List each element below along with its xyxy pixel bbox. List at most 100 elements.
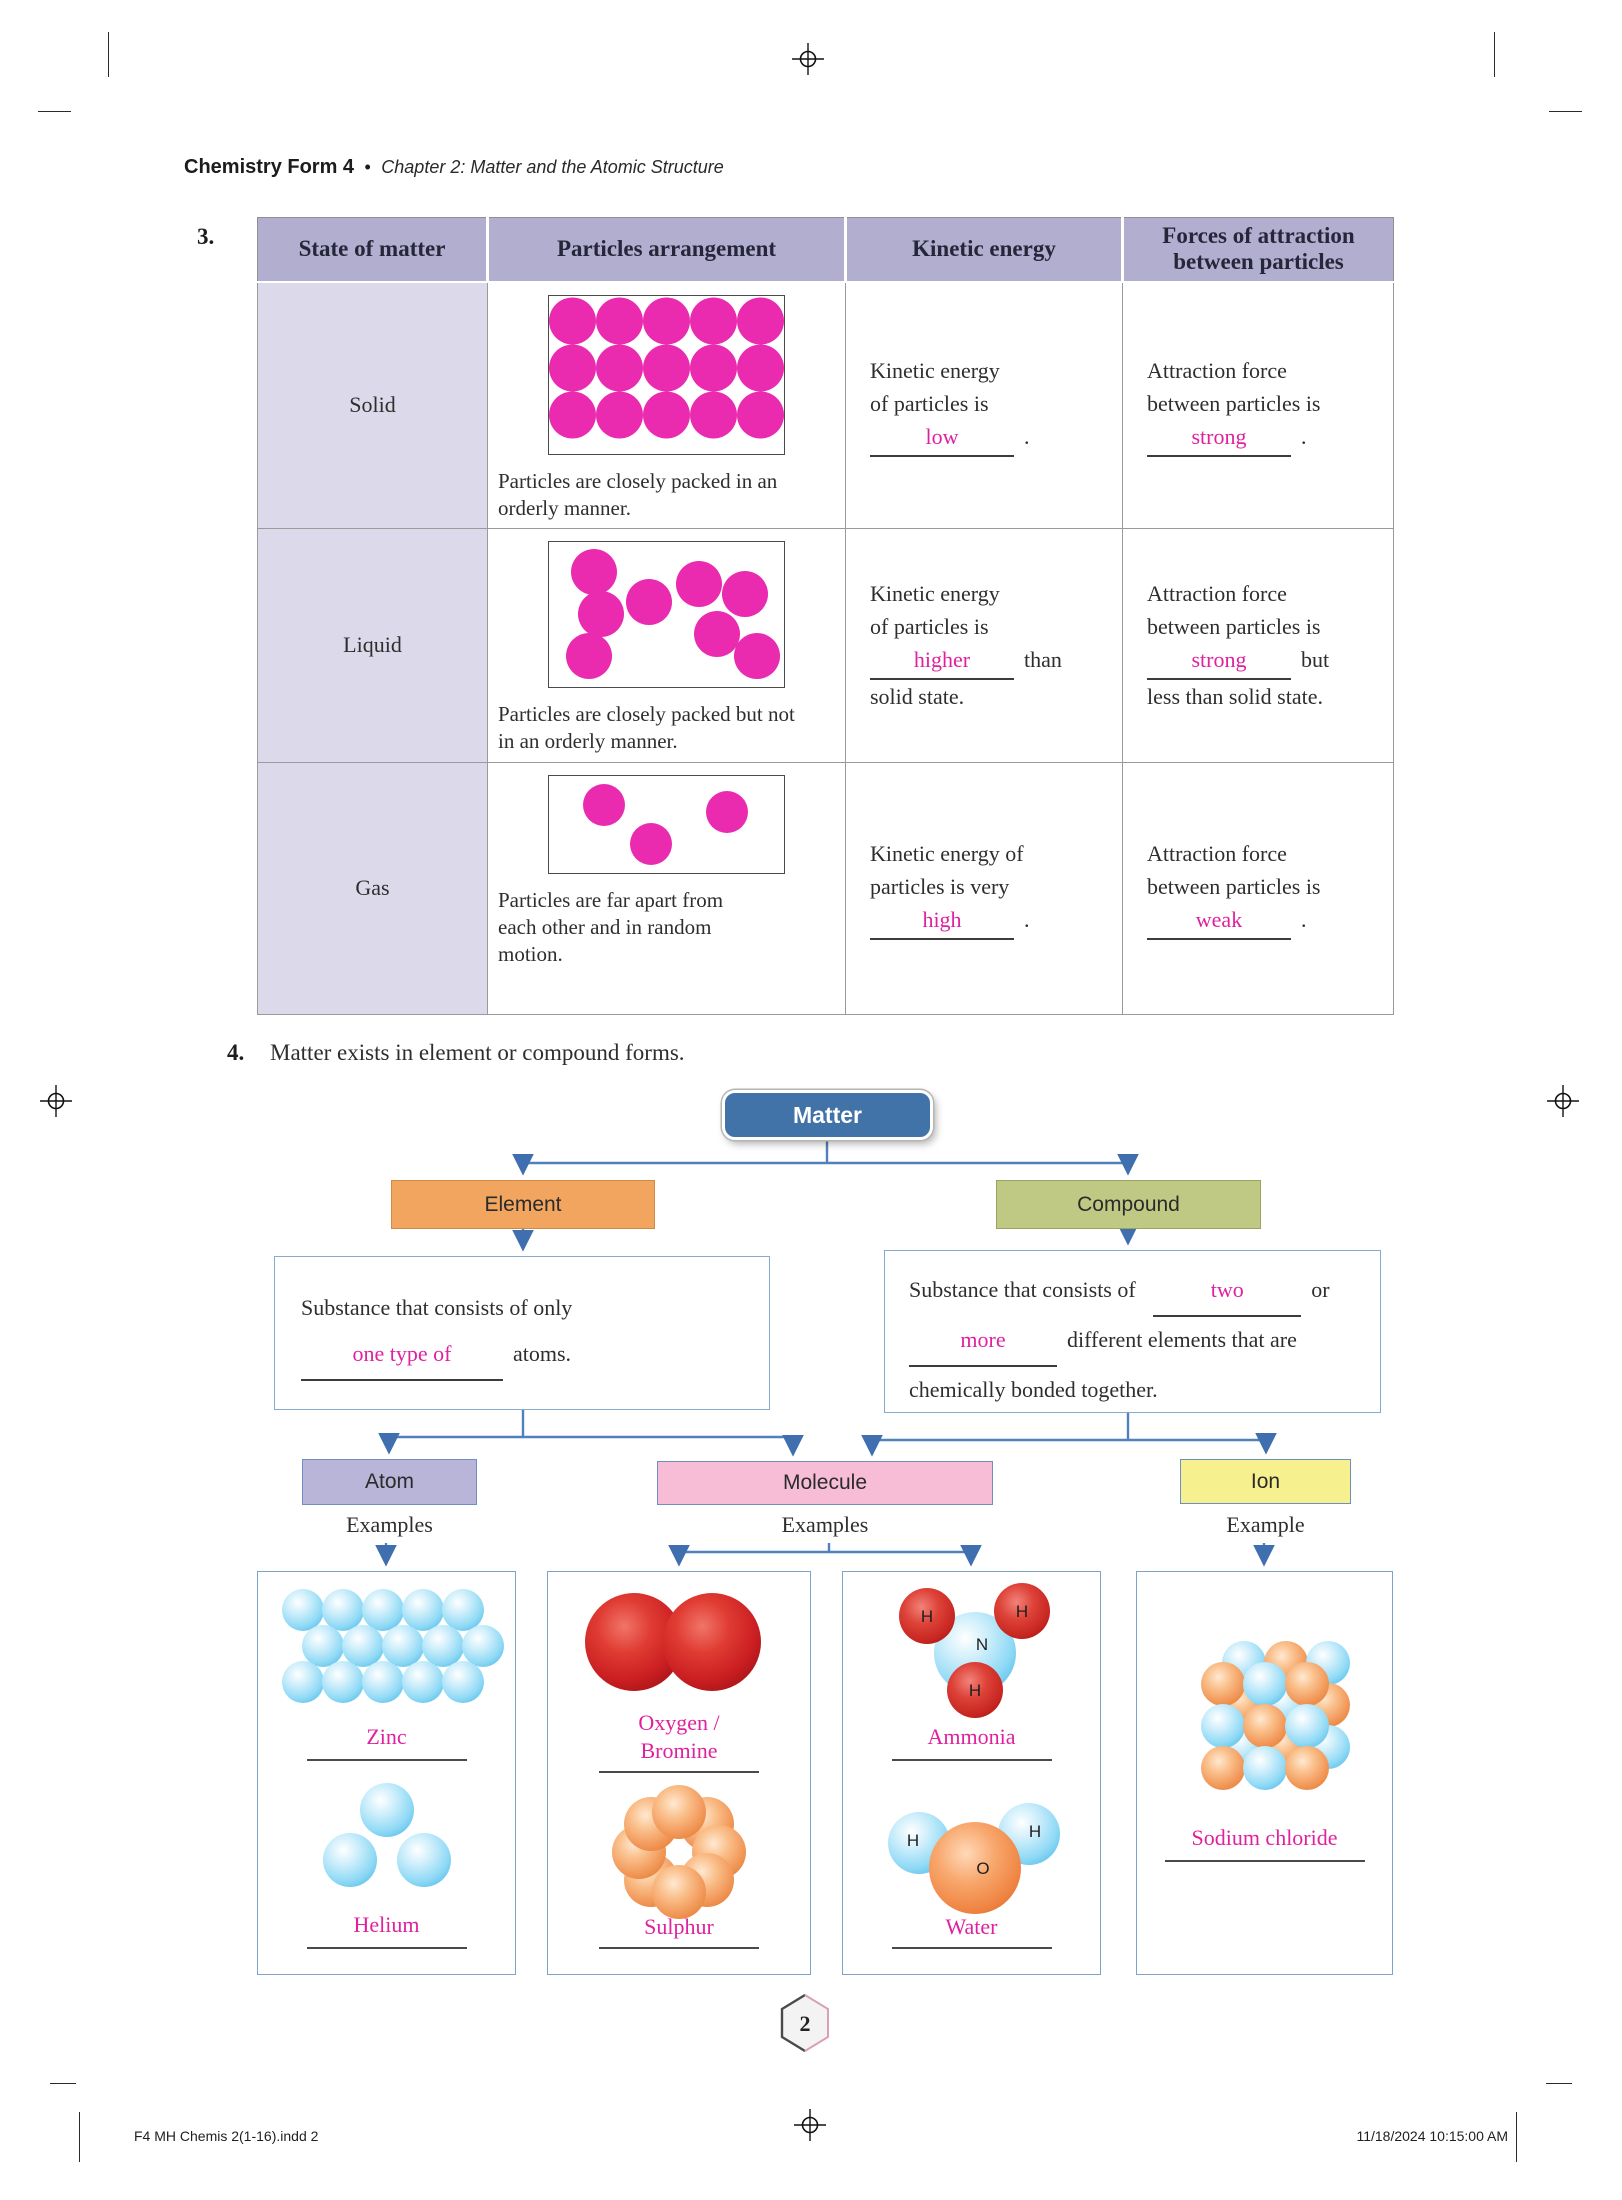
table-row-gas: Gas Particles are far apart from each ot…	[257, 761, 1394, 1015]
oxygen-bromine-label-line1: Oxygen /	[638, 1710, 720, 1735]
crop-mark	[50, 2083, 76, 2084]
kinetic-energy-cell: Kinetic energy of particles is low.	[845, 280, 1123, 530]
table-header-row: State of matter Particles arrangement Ki…	[257, 217, 1394, 283]
crop-mark	[1516, 2112, 1517, 2162]
chapter-title: Chapter 2: Matter and the Atomic Structu…	[381, 157, 724, 177]
separator-dot: •	[364, 157, 371, 177]
crop-mark	[1494, 32, 1495, 77]
water-molecule-diagram: H H O	[857, 1778, 1087, 1926]
zinc-underline	[306, 1759, 467, 1761]
ion-example-heading: Example	[1226, 1512, 1305, 1537]
crop-mark	[1549, 111, 1582, 112]
text-line: particles is very	[870, 873, 1010, 899]
answer-after: .	[1024, 423, 1030, 449]
sodium-chloride-label: Sodium chloride	[1191, 1825, 1338, 1850]
water-label: Water	[945, 1914, 998, 1939]
molecule-examples-box-1: Oxygen / Bromine Sulphur	[547, 1571, 811, 1975]
text-line: Attraction force	[1147, 840, 1287, 866]
page-number-hexagon: 2	[780, 1994, 829, 2052]
text-post: different elements that are	[1067, 1327, 1297, 1352]
helium-underline	[306, 1947, 467, 1949]
element-description: Substance that consists of only one type…	[274, 1256, 770, 1410]
forces-cell: Attraction force between particles is st…	[1122, 280, 1394, 530]
running-head: Chemistry Form 4 • Chapter 2: Matter and…	[184, 156, 724, 179]
text-line: low.	[870, 420, 1112, 457]
text-line: of particles is	[870, 390, 989, 416]
oxygen-bromine-molecule-diagram	[564, 1580, 794, 1702]
arrangement-cell: Particles are closely packed in an order…	[487, 280, 846, 530]
hydrogen-letter: H	[968, 1681, 980, 1700]
crop-mark	[79, 2112, 80, 2162]
text-line: Substance that consists of only	[301, 1295, 573, 1320]
hydrogen-letter: H	[1028, 1822, 1040, 1841]
diagram-caption: Particles are closely packed in an order…	[498, 468, 778, 520]
text-line: between particles is	[1147, 390, 1321, 416]
text-line: strong.	[1147, 420, 1383, 457]
ion-label: Ion	[1250, 1469, 1281, 1493]
element-label: Element	[484, 1192, 562, 1216]
atom-label: Atom	[364, 1470, 414, 1493]
answer-blank: high	[870, 903, 1014, 940]
answer-after: or	[1311, 1277, 1330, 1302]
diagram-caption: Particles are closely packed but not in …	[498, 702, 795, 754]
gas-particles-diagram	[548, 774, 785, 874]
molecule-node: Molecule	[657, 1461, 993, 1505]
hydrogen-letter: H	[1015, 1602, 1027, 1621]
atom-examples-heading: Examples	[346, 1512, 433, 1537]
answer-after: .	[1301, 906, 1307, 932]
item-4-text: Matter exists in element or compound for…	[270, 1040, 685, 1065]
text-line: Attraction force	[1147, 357, 1287, 383]
arrangement-cell: Particles are closely packed but not in …	[487, 528, 846, 763]
state-label: Gas	[257, 761, 488, 1015]
state-label: Liquid	[257, 528, 488, 763]
answer-after: .	[1024, 906, 1030, 932]
item-number-3: 3.	[197, 224, 215, 249]
zinc-label: Zinc	[366, 1724, 407, 1749]
sulphur-molecule-diagram	[564, 1784, 794, 1920]
helium-particles-diagram	[272, 1778, 502, 1890]
footer-timestamp: 11/18/2024 10:15:00 AM	[1356, 2128, 1508, 2144]
text-line: less than solid state.	[1147, 684, 1323, 710]
compound-node: Compound	[996, 1180, 1261, 1229]
col-header-kinetic: Kinetic energy	[844, 217, 1124, 283]
sodium-chloride-lattice-diagram	[1173, 1620, 1357, 1812]
states-of-matter-table: State of matter Particles arrangement Ki…	[257, 217, 1394, 1015]
molecule-examples-box-2: H H H N Ammonia H H O Water	[842, 1571, 1101, 1975]
text-line: Kinetic energy	[870, 581, 1000, 607]
text-line: solid state.	[870, 684, 965, 710]
ammonia-underline	[891, 1759, 1052, 1761]
nitrogen-letter: N	[975, 1635, 987, 1654]
text-line: chemically bonded together.	[909, 1377, 1158, 1402]
matter-label: Matter	[792, 1101, 862, 1128]
registration-mark-bottom	[794, 2109, 826, 2141]
text-line: one type of atoms.	[301, 1331, 769, 1381]
answer-blank: one type of	[301, 1331, 503, 1381]
text-line: between particles is	[1147, 873, 1321, 899]
text-pre: Substance that consists of	[909, 1277, 1136, 1302]
answer-after: atoms.	[513, 1341, 572, 1366]
molecule-examples-heading: Examples	[781, 1512, 869, 1537]
kinetic-energy-cell: Kinetic energy of particles is very high…	[845, 761, 1123, 1015]
water-underline	[891, 1947, 1052, 1949]
ion-node: Ion	[1180, 1459, 1351, 1504]
col-header-forces: Forces of attraction between particles	[1121, 217, 1394, 283]
molecule-label: Molecule	[782, 1471, 868, 1494]
liquid-particles-diagram	[548, 541, 785, 689]
sulphur-underline	[599, 1947, 759, 1949]
helium-label: Helium	[353, 1912, 420, 1937]
table-row-liquid: Liquid Particles are closely packed but …	[257, 528, 1394, 763]
answer-blank: strong	[1147, 420, 1291, 457]
ammonia-label: Ammonia	[927, 1724, 1016, 1749]
text-line: high.	[870, 903, 1112, 940]
atom-node: Atom	[302, 1459, 477, 1505]
answer-blank: low	[870, 420, 1014, 457]
registration-mark-right	[1547, 1085, 1579, 1117]
col-header-state: State of matter	[257, 217, 489, 283]
oxygen-letter: O	[976, 1859, 989, 1878]
